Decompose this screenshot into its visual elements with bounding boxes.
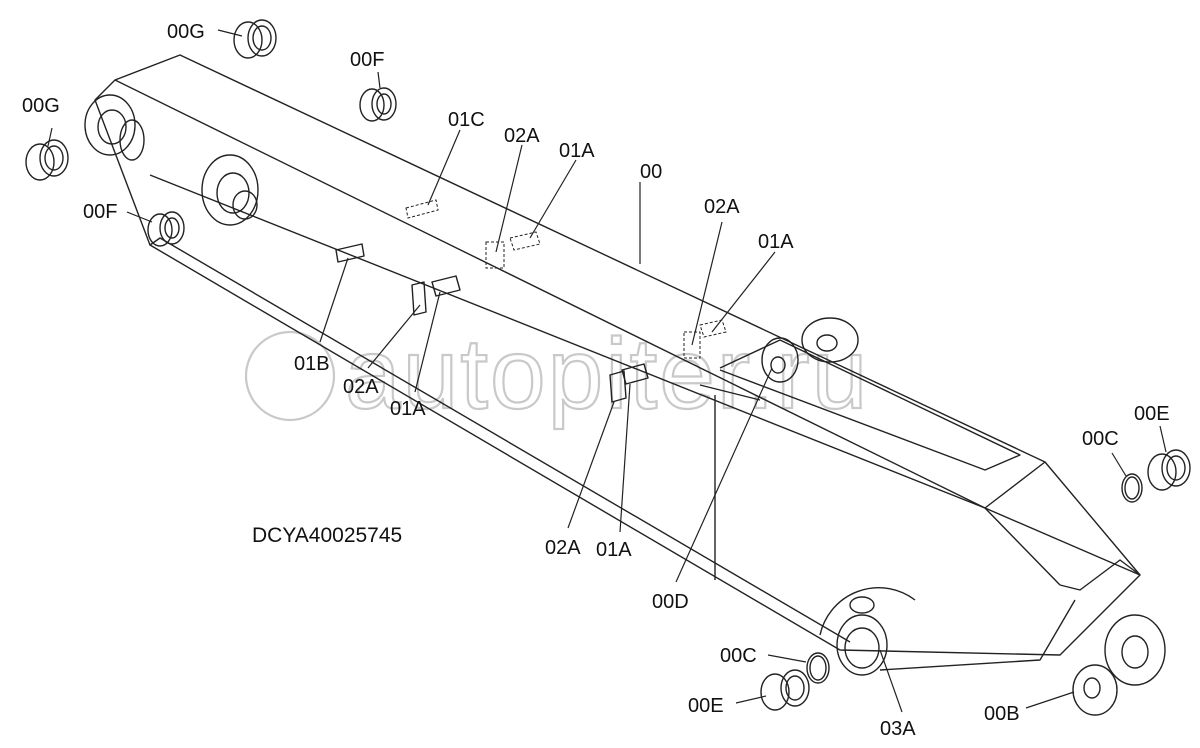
boom-head-boss [819, 587, 916, 676]
callout-01b: 01B [294, 353, 330, 375]
watermark: autopiter.ru [244, 317, 869, 431]
callout-02a-1: 02A [504, 125, 540, 147]
callout-00: 00 [640, 161, 662, 183]
arm-cylinder-bracket [761, 317, 859, 383]
boom-cylinder-boss [201, 154, 259, 226]
callout-00f-left: 00F [83, 201, 117, 223]
plate-01a-1 [509, 231, 541, 251]
callout-02a-4: 02A [545, 537, 581, 559]
bracket-02a-1 [485, 241, 505, 269]
callout-02a-3: 02A [343, 376, 379, 398]
arm-foot-boss [1072, 614, 1166, 716]
callout-02a-2: 02A [704, 196, 740, 218]
bushing-00e-bottom [760, 669, 810, 711]
leader-lines [47, 29, 1167, 713]
bushing-00f-left [147, 211, 185, 247]
boom-foot-boss [84, 94, 145, 161]
bushing-00g-left [25, 139, 69, 181]
bushing-00g-top [233, 19, 277, 59]
plate-01c [405, 199, 439, 219]
ring-00c-right [1121, 473, 1143, 503]
bushing-00e-right [1147, 449, 1191, 491]
callout-00e-bottom: 00E [688, 695, 724, 717]
bracket-02a-4 [609, 370, 627, 403]
callout-00c-right: 00C [1082, 428, 1119, 450]
callout-00g-top: 00G [167, 21, 205, 43]
ring-00c-bottom [806, 652, 830, 684]
watermark-text: autopiter.ru [345, 318, 869, 430]
callout-00e-right: 00E [1134, 403, 1170, 425]
callout-03a: 03A [880, 718, 916, 740]
plate-01a-3 [699, 319, 727, 338]
plate-01b [335, 243, 365, 263]
boom-body [94, 54, 1141, 671]
callout-00b: 00B [984, 703, 1020, 725]
plate-01a-4 [621, 363, 649, 385]
plate-01a-2 [431, 275, 461, 297]
callout-01a-1: 01A [559, 140, 595, 162]
bracket-02a-2 [411, 281, 427, 316]
callout-01a-4: 01A [596, 539, 632, 561]
callout-00f-top: 00F [350, 49, 384, 71]
callout-01c: 01C [448, 109, 485, 131]
callout-01a-3: 01A [390, 398, 426, 420]
bushing-00f-top [359, 87, 397, 122]
drawing-code: DCYA40025745 [252, 524, 402, 547]
callout-00d: 00D [652, 591, 689, 613]
callout-00c-bottom: 00C [720, 645, 757, 667]
callout-labels: 00 00G 00G 00F 00F 01C 02A 01A 02A 01A 0… [22, 21, 1170, 740]
bracket-02a-3 [683, 331, 701, 359]
callout-01a-2: 01A [758, 231, 794, 253]
callout-00g-left: 00G [22, 95, 60, 117]
